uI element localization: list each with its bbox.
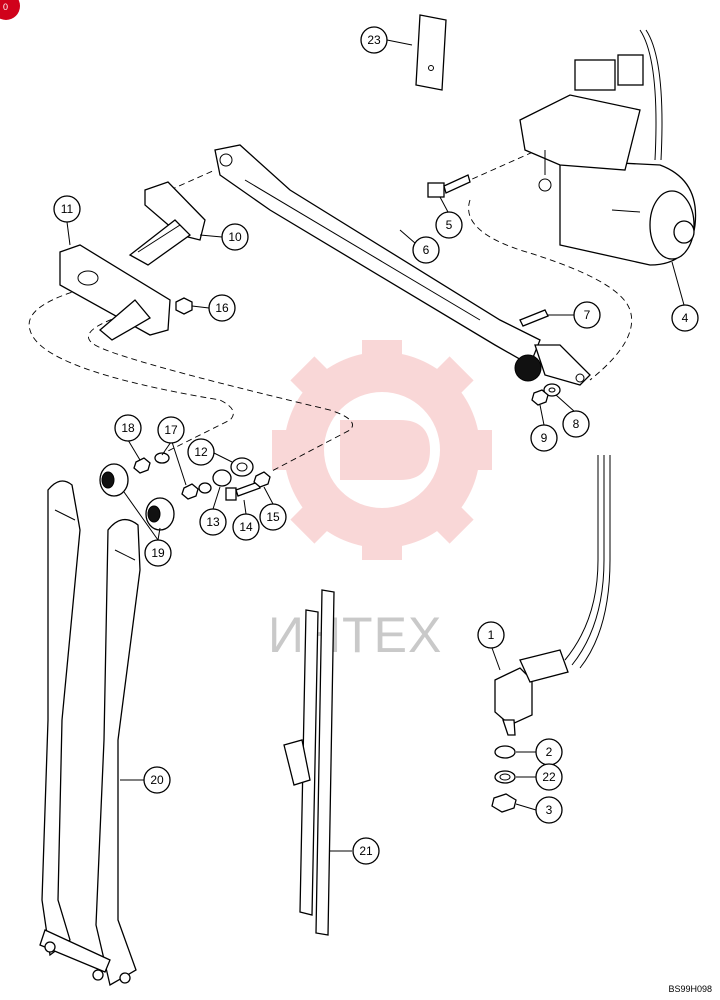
part-15-nut [253, 471, 271, 488]
part-4-wiper-motor [519, 54, 697, 266]
svg-text:21: 21 [359, 844, 373, 858]
svg-text:3: 3 [546, 803, 553, 817]
callout-2: 2 [535, 738, 563, 766]
part-3-nut [491, 793, 517, 813]
callout-23: 23 [360, 26, 388, 54]
svg-text:10: 10 [228, 230, 242, 244]
svg-text:6: 6 [423, 243, 430, 257]
svg-text:5: 5 [446, 218, 453, 232]
callout-19: 19 [144, 539, 172, 567]
callout-14: 14 [232, 513, 260, 541]
callout-17: 17 [157, 416, 185, 444]
part-17-washer [154, 452, 170, 464]
callout-20: 20 [143, 766, 171, 794]
part-12-washer [230, 457, 254, 477]
part-1-connector [494, 649, 569, 736]
callouts: 23 11 10 16 5 6 7 4 9 8 18 17 12 13 14 1… [53, 26, 699, 865]
part-18-nut [133, 457, 212, 500]
svg-text:15: 15 [266, 510, 280, 524]
part-5-bolt [427, 174, 471, 198]
part-2-washer [494, 745, 516, 759]
callout-15: 15 [259, 503, 287, 531]
svg-text:17: 17 [164, 423, 178, 437]
watermark-gear-logo [272, 340, 492, 560]
part-7-screw [519, 309, 549, 327]
part-14-bolt [225, 481, 261, 501]
callout-7: 7 [573, 301, 601, 329]
wiring-harness [564, 29, 663, 669]
callout-22: 22 [535, 763, 563, 791]
callout-12: 12 [187, 438, 215, 466]
callout-leaders [66, 39, 685, 852]
callout-3: 3 [535, 796, 563, 824]
svg-text:18: 18 [121, 421, 135, 435]
part-8-washer [543, 383, 561, 397]
svg-text:9: 9 [541, 431, 548, 445]
svg-text:0: 0 [3, 2, 8, 12]
callout-5: 5 [435, 211, 463, 239]
svg-text:1: 1 [488, 628, 495, 642]
svg-text:20: 20 [150, 773, 164, 787]
svg-text:4: 4 [682, 311, 689, 325]
svg-text:8: 8 [573, 417, 580, 431]
svg-text:19: 19 [151, 546, 165, 560]
svg-text:12: 12 [194, 445, 208, 459]
watermark-text: ИНТЕХ [268, 607, 442, 663]
callout-16: 16 [208, 294, 236, 322]
part-9-nut [531, 389, 549, 406]
part-10-pivot-bracket [128, 181, 206, 266]
part-11-pivot-plate [59, 244, 171, 341]
callout-13: 13 [199, 508, 227, 536]
svg-text:23: 23 [367, 33, 381, 47]
callout-4: 4 [671, 304, 699, 332]
callout-1: 1 [477, 621, 505, 649]
dashed-leader-lines [28, 139, 633, 473]
svg-text:13: 13 [206, 515, 220, 529]
part-6-linkage-bar [214, 144, 591, 386]
part-13-bushing [212, 469, 232, 487]
part-20-wiper-arms [39, 480, 141, 987]
part-16-nut [175, 297, 193, 315]
callout-21: 21 [352, 837, 380, 865]
callout-10: 10 [221, 223, 249, 251]
callout-18: 18 [114, 414, 142, 442]
svg-text:16: 16 [215, 301, 229, 315]
callout-9: 9 [530, 424, 558, 452]
part-23-gasket [415, 14, 447, 91]
svg-text:7: 7 [584, 308, 591, 322]
callout-6: 6 [412, 236, 440, 264]
callout-8: 8 [562, 410, 590, 438]
part-22-washer [494, 770, 516, 784]
callout-11: 11 [53, 195, 81, 223]
corner-badge: 0 [0, 0, 20, 20]
reference-code: BS99H098 [668, 984, 712, 994]
svg-text:11: 11 [61, 202, 74, 216]
part-19-caps [99, 463, 175, 531]
part-21-wiper-blade [283, 589, 335, 936]
svg-text:2: 2 [546, 745, 553, 759]
svg-text:22: 22 [542, 770, 556, 784]
svg-text:14: 14 [239, 520, 253, 534]
